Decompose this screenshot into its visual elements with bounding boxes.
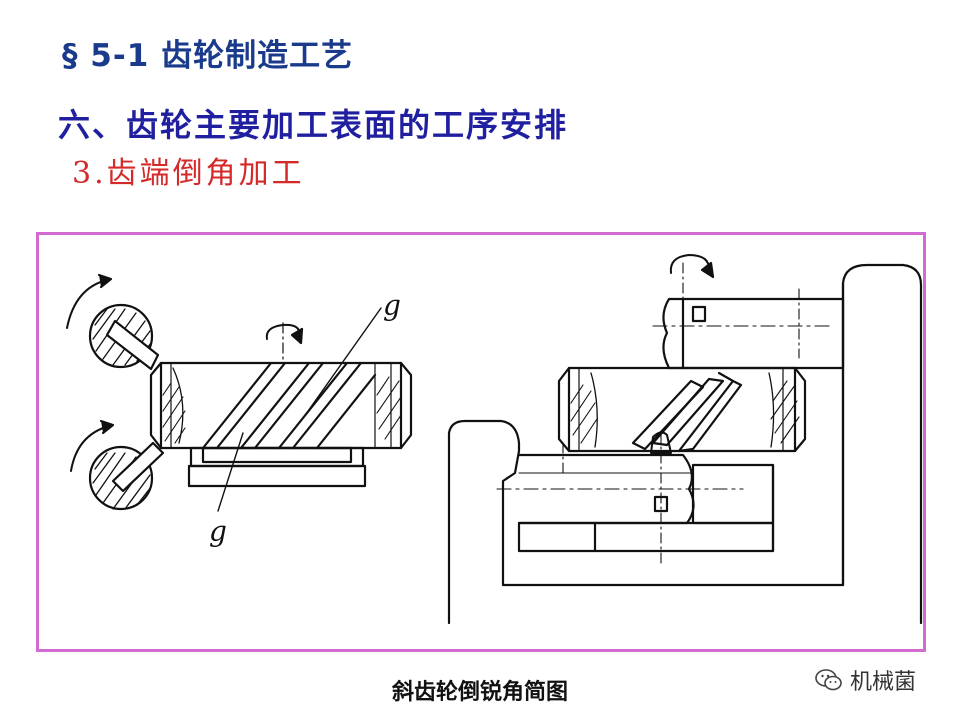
diagram-caption: 斜齿轮倒锐角简图 bbox=[391, 680, 568, 705]
rotation-arrow-icon-right bbox=[669, 254, 715, 279]
watermark: 机械菌 bbox=[814, 664, 916, 696]
lower-cutter bbox=[70, 419, 165, 511]
diagram-frame: g g bbox=[36, 232, 926, 652]
left-gear bbox=[149, 307, 413, 512]
right-gear bbox=[557, 366, 807, 453]
label-g-bottom: g bbox=[209, 515, 227, 548]
chamfer-diagram: g g bbox=[66, 254, 923, 625]
section-title: § 5-1 齿轮制造工艺 bbox=[62, 38, 354, 74]
right-setup bbox=[447, 254, 923, 625]
label-g-top: g bbox=[383, 289, 401, 322]
subsection-heading: 3.齿端倒角加工 bbox=[72, 156, 305, 191]
watermark-text: 机械菌 bbox=[850, 670, 917, 695]
upper-cutter bbox=[66, 273, 160, 371]
left-setup bbox=[66, 273, 413, 512]
wechat-icon bbox=[815, 669, 842, 691]
rotation-arrow-icon bbox=[265, 323, 304, 345]
section-heading: 六、齿轮主要加工表面的工序安排 bbox=[58, 106, 569, 144]
